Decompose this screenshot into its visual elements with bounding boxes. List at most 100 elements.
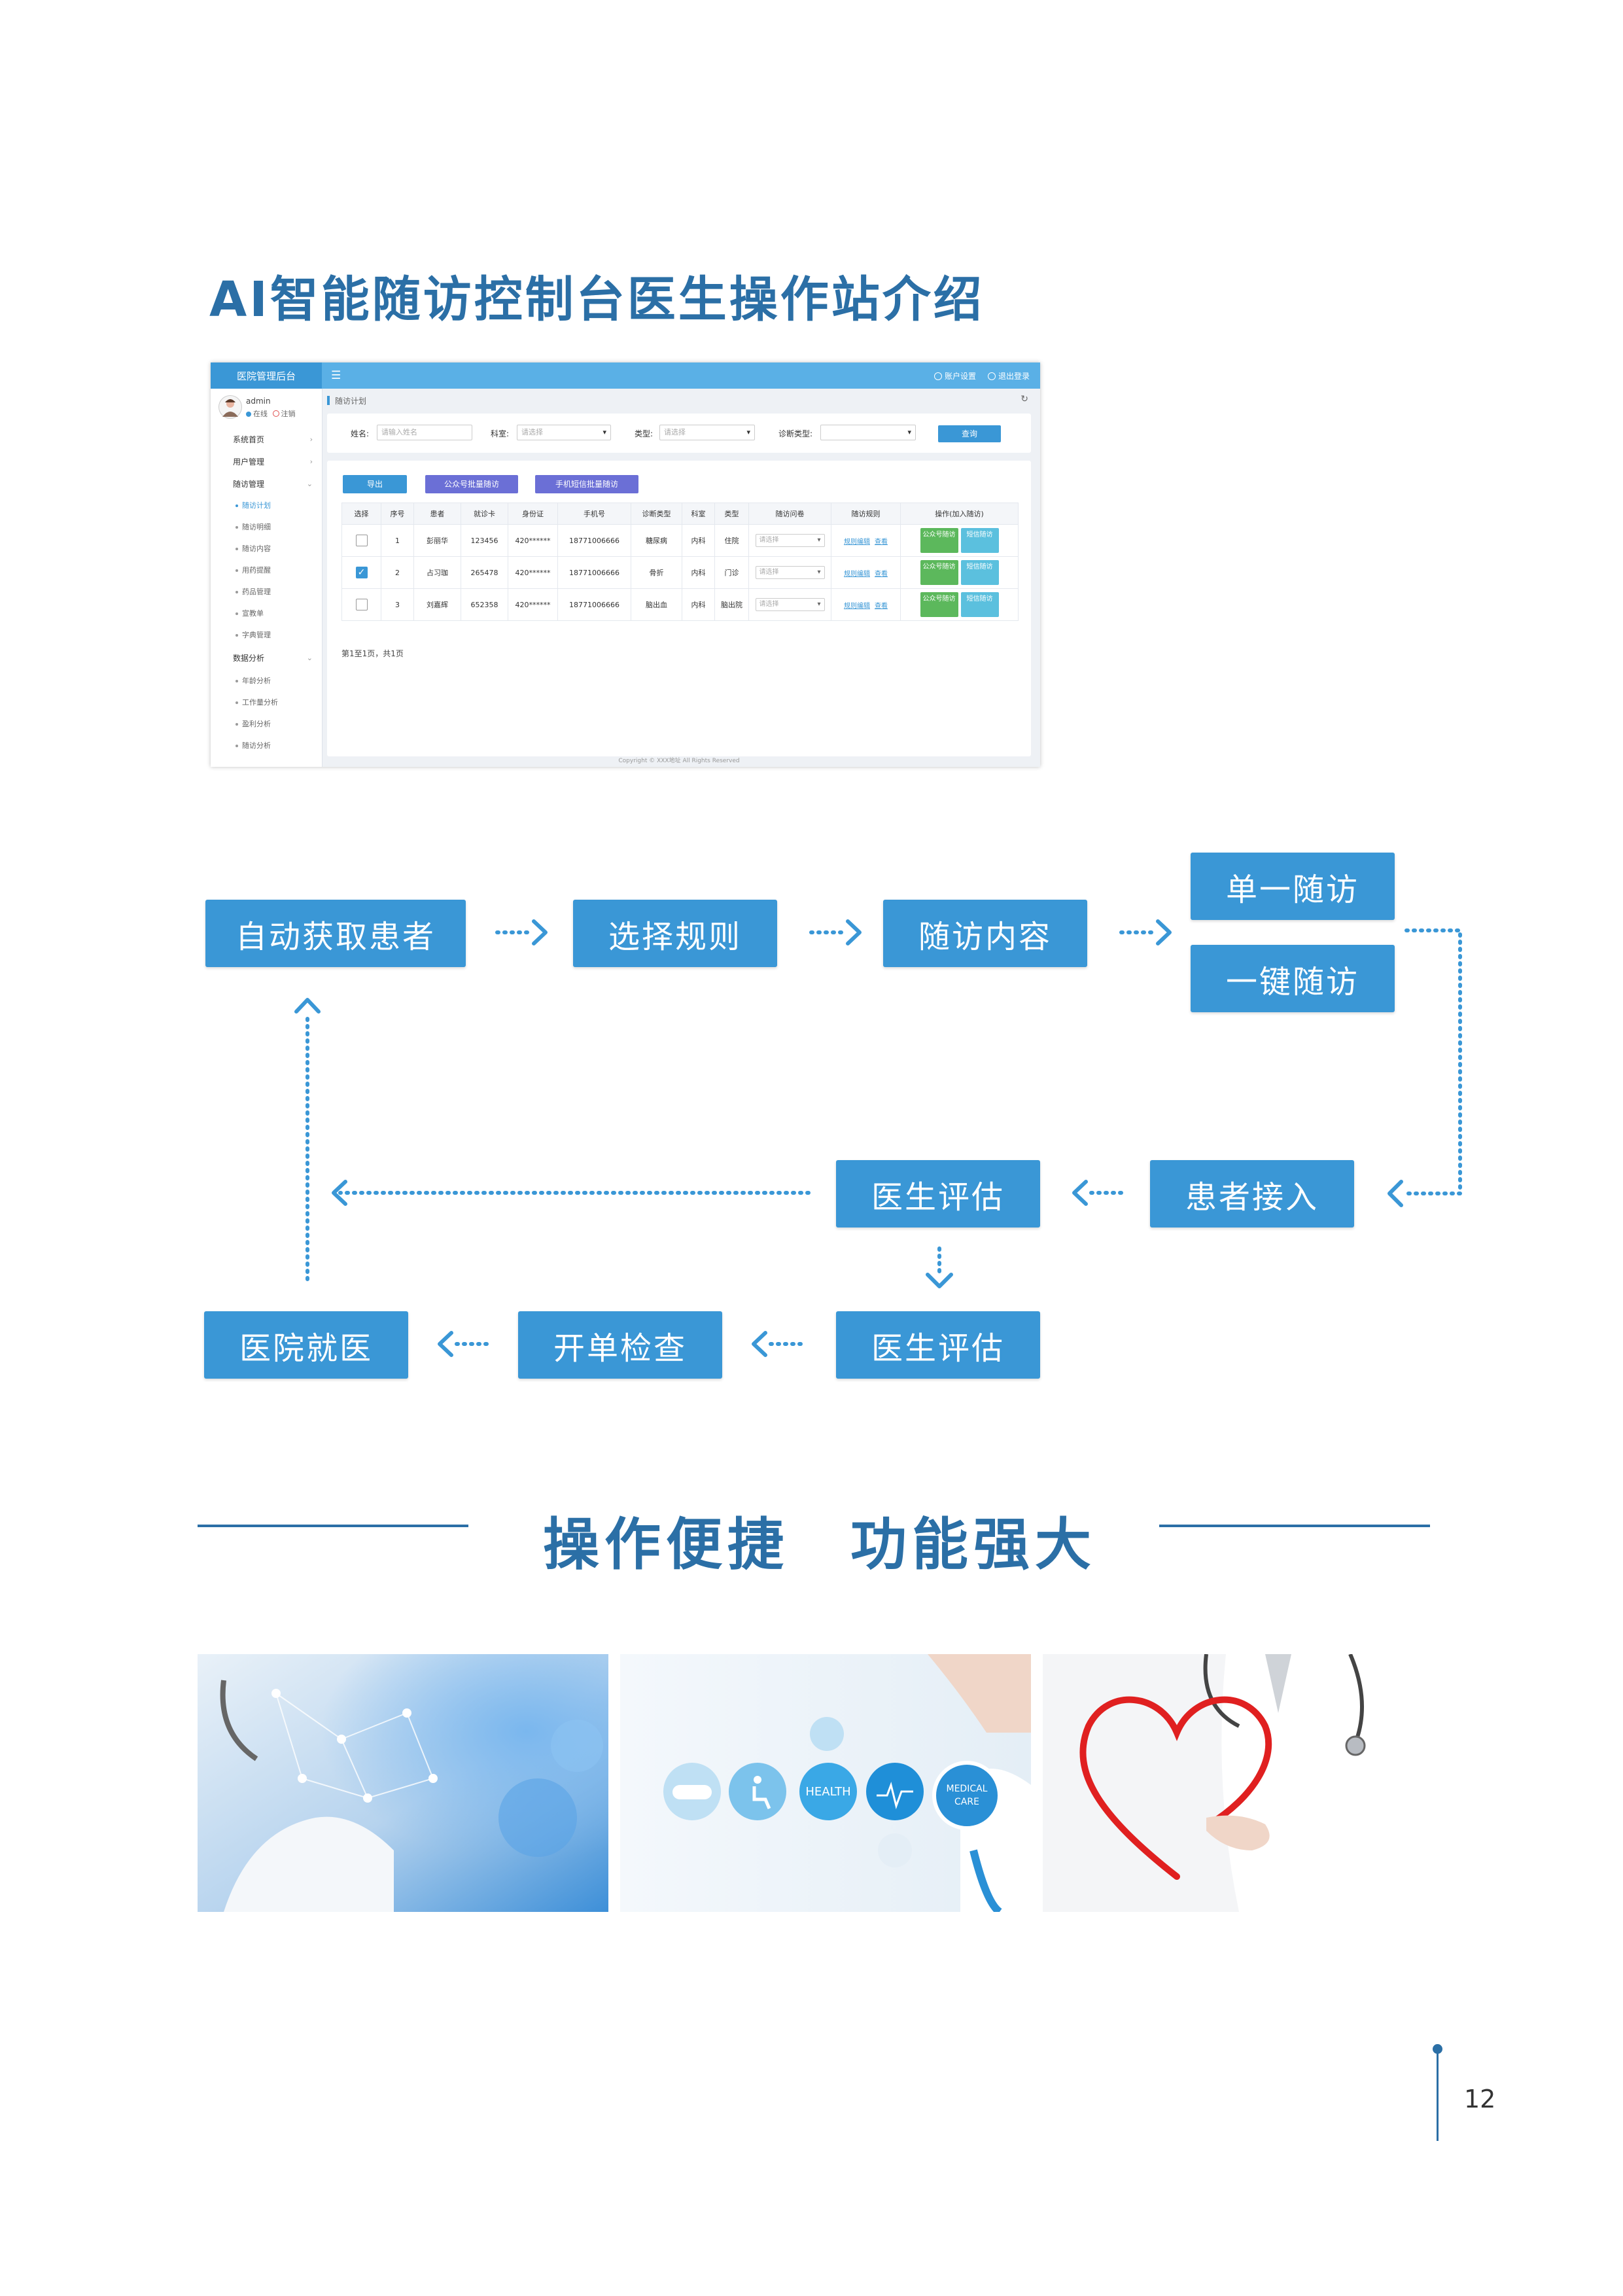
export-button[interactable]: 导出 [343, 475, 407, 493]
type-label: 类型: [635, 429, 654, 438]
logout-link[interactable]: 退出登录 [987, 370, 1030, 381]
table-header: 患者 [413, 503, 461, 525]
rule-view-link[interactable]: 查看 [875, 538, 888, 546]
rule-view-link[interactable]: 查看 [875, 570, 888, 578]
row-checkbox[interactable] [355, 535, 368, 546]
table-header: 类型 [714, 503, 749, 525]
rule-edit-link[interactable]: 规则编辑 [844, 538, 870, 546]
sidebar-item-home[interactable]: 系统首页› [211, 429, 322, 450]
table-header: 手机号 [557, 503, 631, 525]
username: admin [246, 397, 271, 406]
chevron-down-icon: ⌄ [306, 480, 313, 488]
avatar [218, 395, 242, 419]
row-card: 123456 [461, 524, 508, 557]
name-input[interactable]: 请输入姓名 [377, 425, 472, 440]
rule-edit-link[interactable]: 规则编辑 [844, 570, 870, 578]
menu-icon[interactable]: ☰ [331, 369, 341, 382]
photo-health-icons: HEALTH MEDICAL CARE [620, 1654, 1031, 1912]
row-patient: 刘嘉辉 [413, 588, 461, 621]
topbar-actions: 账户设置 退出登录 [934, 370, 1030, 381]
row-no: 1 [381, 524, 414, 557]
sidebar-item-users[interactable]: 用户管理› [211, 451, 322, 472]
refresh-icon[interactable]: ↻ [1021, 394, 1028, 404]
table-row: 3 刘嘉辉 652358 420****** 18771006666 脑出血 内… [341, 588, 1019, 621]
table-row: ✓ 2 占习珈 265478 420****** 18771006666 骨折 … [341, 556, 1019, 589]
diag-select[interactable] [820, 425, 916, 440]
sms-followup-button[interactable]: 短信随访 [960, 560, 999, 585]
medical-badge-text-1: MEDICAL [947, 1784, 988, 1794]
user-status: 在线 注销 [246, 408, 296, 419]
rule-view-link[interactable]: 查看 [875, 602, 888, 610]
page-number-dot [1433, 2044, 1442, 2054]
flow-select-rule: 选择规则 [573, 900, 777, 967]
wechat-followup-button[interactable]: 公众号随访 [920, 528, 958, 553]
table-header: 操作(加入随访) [900, 503, 1019, 525]
sidebar-sub-detail[interactable]: 随访明细 [211, 516, 322, 538]
flow-content: 随访内容 [883, 900, 1087, 967]
row-dept: 内科 [682, 556, 715, 589]
flow-checkup: 开单检查 [518, 1311, 722, 1379]
survey-select[interactable]: 请选择 [755, 598, 825, 611]
query-button[interactable]: 查询 [938, 425, 1001, 442]
sidebar-sub-workload[interactable]: 工作量分析 [211, 692, 322, 713]
row-checkbox[interactable] [355, 599, 368, 610]
user-panel: admin 在线 注销 [218, 394, 317, 423]
page-title: AI智能随访控制台医生操作站介绍 [209, 272, 985, 328]
row-dept: 内科 [682, 524, 715, 557]
logout-dot-icon [272, 410, 279, 417]
type-select[interactable]: 请选择 [659, 425, 755, 440]
flow-single: 单一随访 [1191, 853, 1395, 920]
dept-select[interactable]: 请选择 [517, 425, 611, 440]
row-no: 3 [381, 588, 414, 621]
wechat-followup-button[interactable]: 公众号随访 [920, 592, 958, 617]
sidebar-sub-drugs[interactable]: 药品管理 [211, 581, 322, 603]
row-phone: 18771006666 [557, 588, 631, 621]
page-number: 12 [1464, 2085, 1496, 2113]
row-id: 420****** [508, 588, 558, 621]
survey-select[interactable]: 请选择 [755, 534, 825, 547]
sidebar-sub-profit[interactable]: 盈利分析 [211, 713, 322, 735]
sms-followup-button[interactable]: 短信随访 [960, 592, 999, 617]
flow-patient-join: 患者接入 [1150, 1160, 1354, 1227]
survey-select[interactable]: 请选择 [755, 566, 825, 579]
row-phone: 18771006666 [557, 524, 631, 557]
table-header: 随访问卷 [748, 503, 831, 525]
table-header: 诊断类型 [631, 503, 682, 525]
followup-table: 选择 序号 患者 就诊卡 身份证 手机号 诊断类型 科室 类型 随访问卷 随访规… [341, 503, 1019, 621]
copyright-footer: Copyright © XXX地址 All Rights Reserved [618, 758, 740, 764]
sidebar-sub-medication[interactable]: 用药提醒 [211, 559, 322, 581]
sms-followup-button[interactable]: 短信随访 [960, 528, 999, 553]
slogan: 操作便捷 功能强大 [543, 1512, 1096, 1578]
table-row: 1 彭丽华 123456 420****** 18771006666 糖尿病 内… [341, 524, 1019, 557]
sidebar-sub-dictionary[interactable]: 字典管理 [211, 624, 322, 646]
sidebar-sub-plan[interactable]: 随访计划 [211, 495, 322, 516]
online-dot-icon [246, 412, 251, 417]
flow-one-click: 一键随访 [1191, 945, 1395, 1012]
row-type: 脑出院 [714, 588, 749, 621]
sidebar-sub-age[interactable]: 年龄分析 [211, 670, 322, 692]
rule-edit-link[interactable]: 规则编辑 [844, 602, 870, 610]
row-diag: 骨折 [631, 556, 682, 589]
health-badge-text: HEALTH [805, 1785, 850, 1799]
sidebar-sub-content[interactable]: 随访内容 [211, 538, 322, 559]
wechat-batch-button[interactable]: 公众号批量随访 [425, 475, 518, 493]
sms-batch-button[interactable]: 手机短信批量随访 [535, 475, 638, 493]
sidebar-item-analysis[interactable]: 数据分析⌄ [211, 648, 322, 669]
row-patient: 彭丽华 [413, 524, 461, 557]
table-header: 随访规则 [831, 503, 901, 525]
account-settings-link[interactable]: 账户设置 [934, 370, 976, 381]
sidebar-sub-followup-analysis[interactable]: 随访分析 [211, 735, 322, 756]
table-header: 身份证 [508, 503, 558, 525]
diag-label: 诊断类型: [778, 429, 813, 438]
sidebar: admin 在线 注销 系统首页› 用户管理› 随访管理⌄ 随访计划 随访明细 … [211, 389, 323, 767]
flow-doctor-eval-2: 医生评估 [836, 1311, 1040, 1379]
data-panel: 导出 公众号批量随访 手机短信批量随访 选择 序号 患者 就诊卡 身份证 手机号… [327, 461, 1031, 756]
page-number-rule [1437, 2048, 1439, 2141]
sidebar-item-followup[interactable]: 随访管理⌄ [211, 474, 322, 495]
row-checkbox-checked[interactable]: ✓ [355, 567, 368, 578]
wechat-followup-button[interactable]: 公众号随访 [920, 560, 958, 585]
sidebar-sub-education[interactable]: 宣教单 [211, 603, 322, 624]
flow-auto-fetch: 自动获取患者 [205, 900, 466, 967]
top-bar: ☰ 账户设置 退出登录 [322, 362, 1040, 389]
app-title: 医院管理后台 [211, 362, 322, 389]
